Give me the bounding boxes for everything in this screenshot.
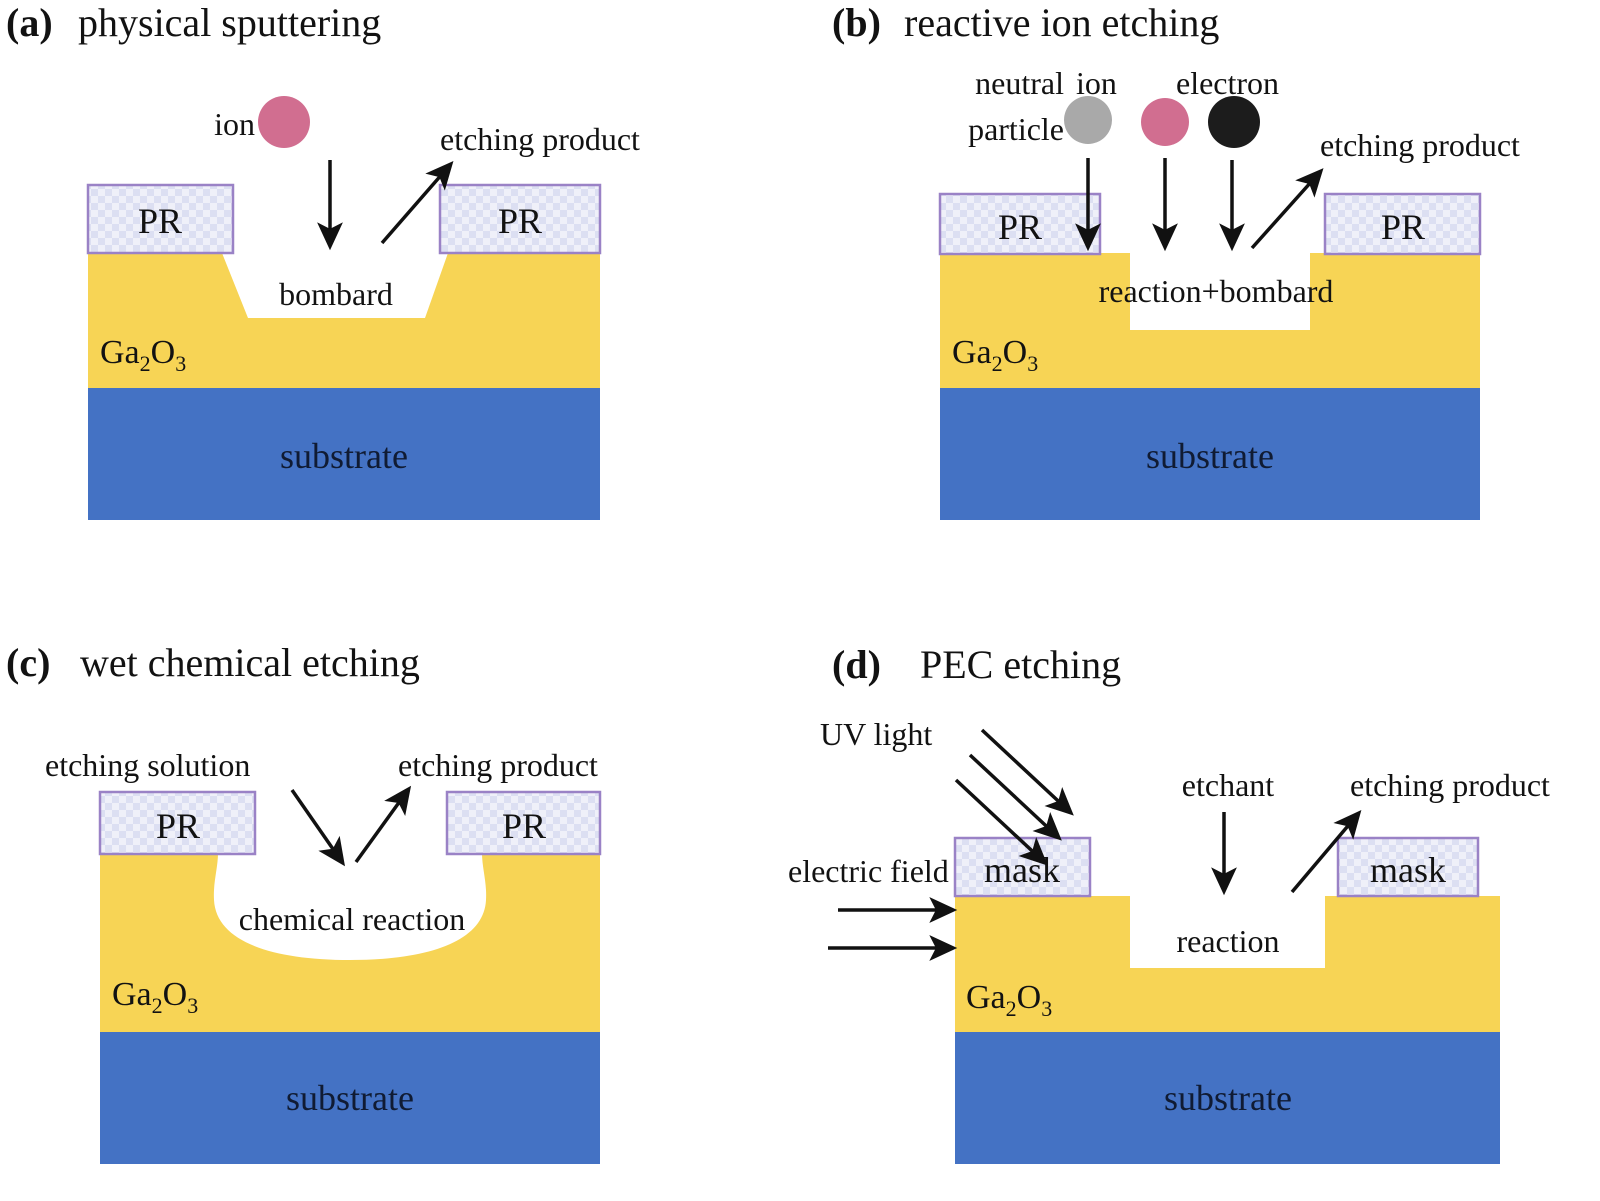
panel-c-title: wet chemical etching — [80, 640, 420, 685]
neutral-particle-icon — [1064, 96, 1112, 144]
panel-c-svg: (c) wet chemical etching substrate Ga2O3… — [6, 640, 602, 1164]
panel-c-mask-right — [445, 790, 602, 856]
panel-d-etchant-label: etchant — [1182, 767, 1275, 803]
panel-a-process-label: bombard — [279, 276, 393, 312]
panel-c-process-label: chemical reaction — [239, 901, 466, 937]
panel-a-title: physical sputtering — [78, 0, 381, 45]
panel-d-pec-etching: (d) PEC etching substrate Ga2O3 mask mas… — [780, 600, 1600, 1201]
panel-a-ga2o3-layer — [88, 253, 600, 388]
panel-b-substrate-layer — [940, 388, 1480, 520]
panel-a-mask-right — [438, 183, 602, 255]
panel-a-ion-label: ion — [214, 106, 255, 142]
panel-b-ion-label: ion — [1076, 65, 1117, 101]
panel-c-etching-product-label: etching product — [398, 747, 598, 783]
panel-a-tag: (a) — [6, 0, 53, 45]
panel-c-ga2o3-label: Ga2O3 — [112, 976, 198, 1018]
panel-d-mask-right-label: mask — [1370, 850, 1446, 890]
panel-d-ga2o3-layer — [955, 896, 1500, 1032]
panel-c-incoming-arrow — [290, 789, 345, 867]
panel-b-etching-product-label: etching product — [1320, 127, 1520, 163]
panel-b-mask-right-label: PR — [1381, 207, 1425, 247]
panel-b-ga2o3-layer — [940, 253, 1480, 388]
panel-d-process-label: reaction — [1176, 923, 1279, 959]
panel-a-mask-right-label: PR — [498, 201, 542, 241]
panel-b-process-label: reaction+bombard — [1099, 273, 1334, 309]
panel-d-substrate-layer — [955, 1032, 1500, 1164]
panel-b-neutral-label-line2: particle — [968, 111, 1064, 147]
panel-b-ga2o3-label: Ga2O3 — [952, 334, 1038, 376]
panel-b-neutral-label-line1: neutral — [975, 65, 1064, 101]
panel-d-uv-arrow-1 — [980, 728, 1074, 816]
electron-particle-icon — [1208, 96, 1260, 148]
panel-d-mask-right — [1336, 836, 1480, 898]
panel-d-tag: (d) — [832, 642, 881, 687]
panel-a-svg: (a) physical sputtering substrate Ga2O3 … — [6, 0, 640, 520]
panel-c-substrate-layer — [100, 1032, 600, 1164]
panel-b-tag: (b) — [832, 0, 881, 45]
ion-particle-icon — [258, 96, 310, 148]
panel-a-substrate-layer — [88, 388, 600, 520]
panel-a-substrate-label: substrate — [280, 436, 408, 476]
panel-c-mask-right-label: PR — [502, 806, 546, 846]
ion-particle-icon — [1141, 98, 1189, 146]
panel-b-title: reactive ion etching — [904, 0, 1219, 45]
panel-a-etching-product-label: etching product — [440, 121, 640, 157]
panel-a-physical-sputtering: (a) physical sputtering substrate Ga2O3 … — [0, 0, 800, 600]
panel-b-reactive-ion-etching: (b) reactive ion etching substrate Ga2O3… — [820, 0, 1600, 600]
panel-d-uv-arrow-3 — [954, 778, 1048, 866]
panel-a-mask-left-label: PR — [138, 201, 182, 241]
panel-d-etching-product-label: etching product — [1350, 767, 1550, 803]
panel-c-substrate-label: substrate — [286, 1078, 414, 1118]
panel-c-wet-chemical-etching: (c) wet chemical etching substrate Ga2O3… — [0, 600, 800, 1201]
panel-d-mask-left-label: mask — [984, 850, 1060, 890]
panel-a-outgoing-arrow — [380, 161, 454, 245]
panel-b-electron-label: electron — [1176, 65, 1279, 101]
panel-b-substrate-label: substrate — [1146, 436, 1274, 476]
panel-a-ga2o3-label: Ga2O3 — [100, 334, 186, 376]
panel-d-title: PEC etching — [920, 642, 1121, 687]
panel-d-uv-light-label: UV light — [820, 716, 932, 752]
panel-d-electric-field-label: electric field — [788, 853, 949, 889]
panel-b-mask-left-label: PR — [998, 207, 1042, 247]
panel-c-mask-left-label: PR — [156, 806, 200, 846]
panel-d-ga2o3-label: Ga2O3 — [966, 979, 1052, 1021]
panel-a-mask-left — [86, 183, 235, 255]
panel-c-ga2o3-layer — [100, 853, 600, 1032]
panel-c-tag: (c) — [6, 640, 50, 685]
panel-c-mask-left — [98, 790, 257, 856]
panel-b-outgoing-arrow — [1250, 168, 1324, 250]
panel-d-svg: (d) PEC etching substrate Ga2O3 mask mas… — [788, 642, 1550, 1164]
panel-c-etching-solution-label: etching solution — [45, 747, 250, 783]
panel-d-outgoing-arrow — [1290, 809, 1362, 894]
panel-d-mask-left — [953, 836, 1092, 898]
panel-d-uv-arrow-2 — [968, 753, 1062, 841]
panel-d-substrate-label: substrate — [1164, 1078, 1292, 1118]
panel-b-svg: (b) reactive ion etching substrate Ga2O3… — [832, 0, 1520, 520]
panel-b-mask-right — [1323, 192, 1482, 256]
panel-c-outgoing-arrow — [354, 785, 412, 864]
